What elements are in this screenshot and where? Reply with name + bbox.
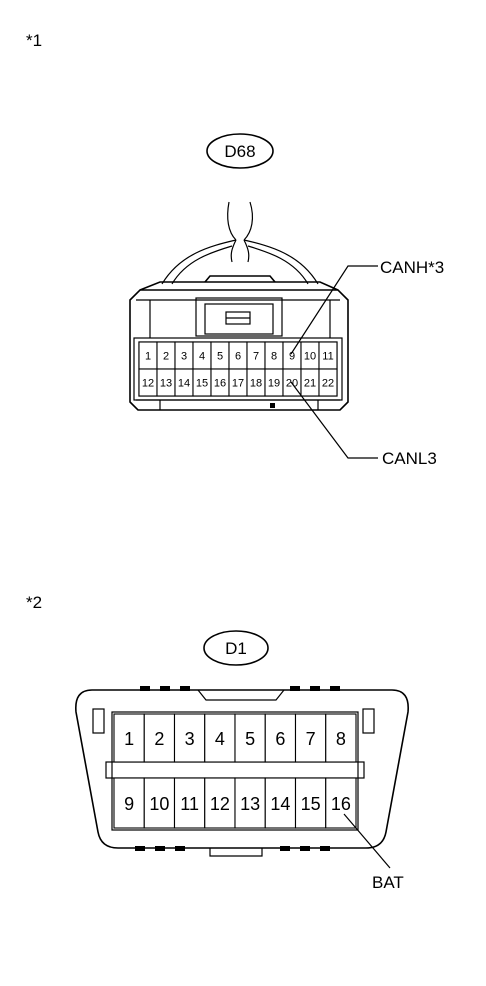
figure1-pin-number: 5 (217, 351, 223, 363)
figure1-label-ellipse (206, 133, 274, 169)
figure1-pin-number: 13 (160, 378, 172, 390)
figure2-pin-row-2: 9 10 11 12 13 14 15 16 (113, 777, 357, 829)
figure1-callout-canl: CANL3 (382, 449, 437, 468)
figure2-pin-number: 9 (124, 794, 134, 814)
figure1-pin-number: 12 (142, 378, 154, 390)
figure1-wire-harness (161, 201, 319, 285)
figure2-pin-cell (325, 713, 357, 763)
figure1-pin-number: 10 (304, 351, 316, 363)
figure1-pin-number: 18 (250, 378, 262, 390)
figure2-pin-cell (325, 777, 357, 829)
figure2-connector-label: D1 (225, 639, 247, 658)
figure2-pin-cell (113, 777, 145, 829)
figure1-pin-cell (318, 368, 338, 397)
figure1-pin-number: 7 (253, 351, 259, 363)
figure2-pin-number: 3 (185, 729, 195, 749)
figure2-pin-number: 10 (149, 794, 169, 814)
figure1-callout-line-canl (290, 381, 378, 459)
figure2-pin-number: 1 (124, 729, 134, 749)
figure1-pin-number: 11 (322, 351, 333, 363)
figure1-callout-line-canh (290, 265, 378, 355)
figure1-pin-number: 3 (181, 351, 187, 363)
figure1-pin-number: 17 (232, 378, 244, 390)
figure2-pin-cell (294, 713, 327, 763)
figure1-pin-number: 14 (178, 378, 190, 390)
figure1-pin-number: 2 (163, 351, 169, 363)
figure1-pin-number: 6 (235, 351, 241, 363)
figure1-pin-number: 8 (271, 351, 277, 363)
figure2-pin-number: 14 (270, 794, 290, 814)
figure2-pin-number: 16 (331, 794, 351, 814)
figure2-pin-cell (264, 713, 297, 763)
figure2-pin-cell (204, 713, 236, 763)
figure2-pin-number: 4 (215, 729, 225, 749)
figure1-pin-number: 21 (304, 378, 316, 390)
figure2-pin-number: 7 (306, 729, 316, 749)
figure2-label-ellipse (203, 630, 269, 666)
figure1-pin-number: 4 (199, 351, 205, 363)
figure2-pin-number: 5 (245, 729, 255, 749)
figure2-pin-number: 8 (336, 729, 346, 749)
figure2-pin-number: 13 (240, 794, 260, 814)
figure2-pin-number: 15 (301, 794, 321, 814)
figure1-connector-label: D68 (224, 142, 255, 161)
figure2-pin-number: 2 (154, 729, 164, 749)
figure2-pin-cell (204, 777, 236, 829)
figure2-pin-number: 11 (180, 794, 199, 814)
figure1-pin-number: 1 (145, 351, 151, 363)
figure2-pin-number: 6 (275, 729, 285, 749)
figure2-callout-bat: BAT (372, 873, 404, 892)
figure2-pin-cell (173, 713, 206, 763)
figure1-pin-number: 16 (214, 378, 226, 390)
figure1-pin-number: 22 (322, 378, 334, 390)
figure1-callout-canh: CANH*3 (380, 258, 444, 277)
figure2-callout-line-bat (343, 813, 391, 869)
figure1-pin-number: 19 (268, 378, 280, 390)
figure1-pin-number: 9 (289, 351, 295, 363)
figure2-marker: *2 (26, 593, 42, 612)
figure2-pin-cell (234, 713, 266, 763)
figure2-pin-number: 12 (210, 794, 230, 814)
figure1-pin-number: 15 (196, 378, 208, 390)
figure1-marker: *1 (26, 31, 42, 50)
